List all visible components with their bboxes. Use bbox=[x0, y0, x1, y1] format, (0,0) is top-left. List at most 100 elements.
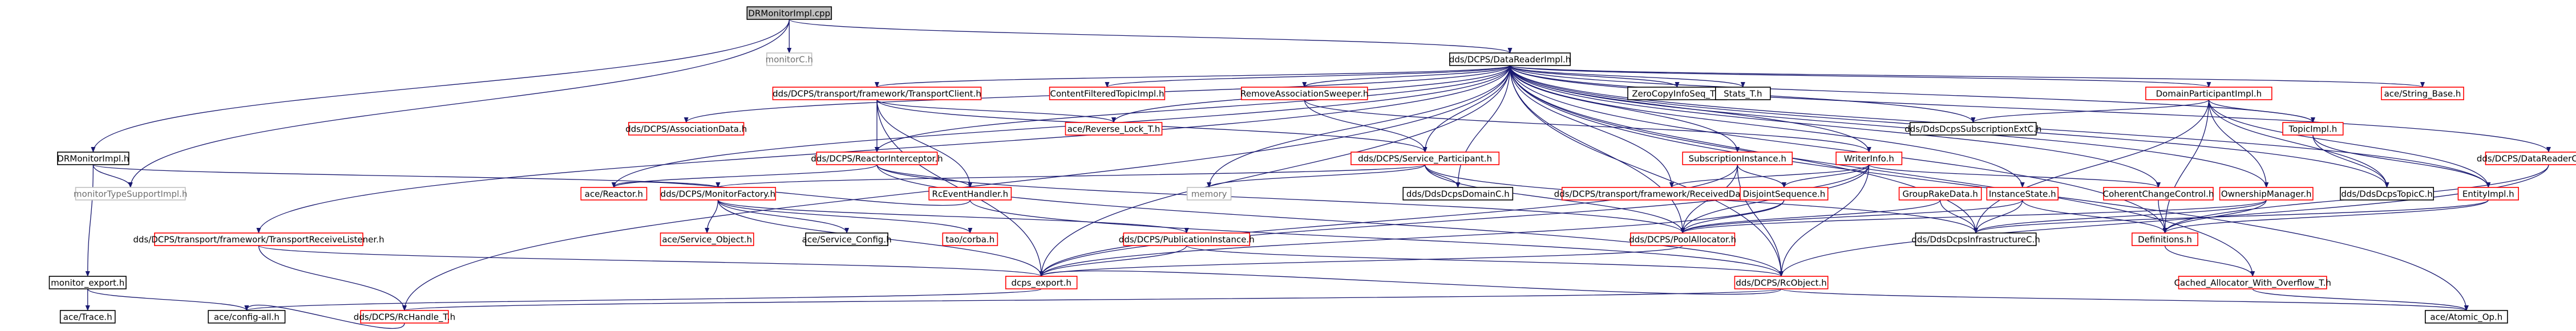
node-taocorba[interactable]: tao/corba.h bbox=[942, 232, 998, 246]
edge-dri-to-ras bbox=[1302, 65, 1511, 88]
edge-writerinfo-to-dcpsexp bbox=[1039, 164, 1870, 277]
node-configall[interactable]: ace/config-all.h bbox=[208, 310, 286, 324]
edge-dri-to-cache bbox=[1509, 65, 2255, 277]
node-aceso[interactable]: ace/Service_Object.h bbox=[660, 232, 754, 246]
node-zcis[interactable]: ZeroCopyInfoSeq_T.h bbox=[1627, 87, 1727, 100]
edge-pubinst-to-dcpsexp bbox=[1039, 245, 1187, 277]
node-label: dds/DdsDcpsTopicC.h bbox=[2341, 189, 2432, 199]
node-dcpsexp[interactable]: dcps_export.h bbox=[1005, 276, 1078, 289]
node-root: DRMonitorImpl.cpp bbox=[746, 6, 832, 20]
node-label: dds/DCPS/DataReaderImpl.h bbox=[1449, 55, 1571, 65]
node-ttc[interactable]: dds/DCPS/transport/framework/TransportCl… bbox=[772, 87, 982, 100]
edge-trl-to-rchandle bbox=[258, 245, 407, 311]
node-label: DisjointSequence.h bbox=[1743, 189, 1826, 199]
node-label: Cached_Allocator_With_Overflow_T.h bbox=[2174, 278, 2331, 289]
node-infraC[interactable]: dds/DdsDcpsInfrastructureC.h bbox=[1911, 232, 2040, 246]
edge-writerinfo-to-disjoint bbox=[1781, 164, 1870, 188]
node-rchandle[interactable]: dds/DCPS/RcHandle_T.h bbox=[354, 310, 455, 324]
node-ras[interactable]: RemoveAssociationSweeper.h bbox=[1240, 87, 1368, 100]
edge-root-to-dri bbox=[788, 19, 1513, 54]
node-recvsample[interactable]: dds/DCPS/transport/framework/ReceivedDat… bbox=[1554, 187, 1789, 201]
node-cftopic[interactable]: ContentFilteredTopicImpl.h bbox=[1049, 87, 1166, 100]
node-label: ace/String_Base.h bbox=[2384, 89, 2461, 100]
edge-dri-to-memory bbox=[1207, 65, 1511, 188]
edge-ownmgr-to-defs bbox=[2162, 199, 2267, 234]
node-label: OwnershipManager.h bbox=[2221, 189, 2312, 199]
node-trl[interactable]: dds/DCPS/transport/framework/TransportRe… bbox=[133, 232, 384, 246]
node-monfact[interactable]: dds/DCPS/MonitorFactory.h bbox=[660, 187, 777, 201]
edge-dri-to-zcis bbox=[1509, 65, 1680, 88]
node-label: monitor_export.h bbox=[51, 278, 124, 289]
node-label: ZeroCopyInfoSeq_T.h bbox=[1632, 89, 1722, 100]
node-atomic[interactable]: ace/Atomic_Op.h bbox=[2425, 310, 2508, 324]
node-label: dds/DCPS/RcObject.h bbox=[1736, 278, 1826, 288]
node-disjoint[interactable]: DisjointSequence.h bbox=[1740, 187, 1829, 201]
node-inststate[interactable]: InstanceState.h bbox=[1986, 187, 2059, 201]
node-pool[interactable]: dds/DCPS/PoolAllocator.h bbox=[1629, 232, 1736, 246]
node-pubinst[interactable]: dds/DCPS/PublicationInstance.h bbox=[1119, 232, 1255, 246]
node-rcobj[interactable]: dds/DCPS/RcObject.h bbox=[1734, 276, 1829, 289]
edge-reactint-to-pool bbox=[876, 164, 1685, 234]
node-strbase[interactable]: ace/String_Base.h bbox=[2381, 87, 2464, 100]
edge-reactint-to-acereactor bbox=[612, 164, 877, 188]
node-ddssubext[interactable]: dds/DdsDcpsSubscriptionExtC.h bbox=[1904, 122, 2041, 136]
node-assocdata[interactable]: dds/DCPS/AssociationData.h bbox=[625, 122, 747, 136]
node-topicimpl[interactable]: TopicImpl.h bbox=[2282, 122, 2344, 136]
node-topicC[interactable]: dds/DdsDcpsTopicC.h bbox=[2340, 187, 2435, 201]
node-monitorC: monitorC.h bbox=[766, 52, 813, 66]
node-grouprake[interactable]: GroupRakeData.h bbox=[1898, 187, 1982, 201]
node-acereactor[interactable]: ace/Reactor.h bbox=[580, 187, 648, 201]
node-label: dds/DCPS/Service_Participant.h bbox=[1358, 154, 1492, 165]
edge-rceh-to-rcobj bbox=[969, 199, 1784, 277]
node-dpi[interactable]: DomainParticipantImpl.h bbox=[2145, 87, 2272, 100]
node-dri[interactable]: dds/DCPS/DataReaderImpl.h bbox=[1449, 52, 1571, 66]
node-defs[interactable]: Definitions.h bbox=[2132, 232, 2198, 246]
edge-disjoint-to-pool bbox=[1680, 199, 1785, 234]
edge-grouprake-to-pool bbox=[1680, 199, 1941, 234]
node-drcb[interactable]: dds/DCPS/DataReaderCallbacks.h bbox=[2477, 152, 2576, 165]
edge-dri-to-statsT bbox=[1509, 65, 1745, 88]
edge-dri-to-ccc bbox=[1509, 65, 2161, 188]
node-ownmgr[interactable]: OwnershipManager.h bbox=[2219, 187, 2314, 201]
node-cache[interactable]: Cached_Allocator_With_Overflow_T.h bbox=[2174, 276, 2331, 289]
edge-ownmgr-to-infraC bbox=[1974, 199, 2267, 234]
node-servpart[interactable]: dds/DCPS/Service_Participant.h bbox=[1350, 152, 1500, 165]
edge-trl-to-dcpsexp bbox=[258, 245, 1044, 277]
edge-inststate-to-defs bbox=[2022, 199, 2167, 234]
edge-servpart-to-pool bbox=[1425, 164, 1685, 234]
node-domainC[interactable]: dds/DdsDcpsDomainC.h bbox=[1402, 187, 1514, 201]
edge-root-to-mtsi bbox=[128, 19, 790, 188]
node-subinst[interactable]: SubscriptionInstance.h bbox=[1682, 152, 1793, 165]
edge-cache-to-atomic bbox=[2252, 288, 2469, 311]
edge-ras-to-writerinfo bbox=[1304, 99, 1871, 153]
edge-pool-to-dcpsexp bbox=[1039, 245, 1683, 277]
node-label: ace/config-all.h bbox=[214, 312, 280, 322]
node-statsT[interactable]: Stats_T.h bbox=[1714, 87, 1771, 100]
node-trace[interactable]: ace/Trace.h bbox=[59, 310, 116, 324]
node-label: ContentFilteredTopicImpl.h bbox=[1050, 89, 1164, 99]
node-label: SubscriptionInstance.h bbox=[1689, 154, 1786, 164]
node-label: EntityImpl.h bbox=[2462, 189, 2514, 199]
edge-writerinfo-to-rcobj bbox=[1779, 164, 1870, 277]
edge-drcb-to-rcobj bbox=[1779, 164, 2549, 277]
edge-pubinst-to-rcobj bbox=[1186, 245, 1784, 277]
node-label: ace/Reactor.h bbox=[585, 189, 643, 199]
node-label: dds/DCPS/DataReaderCallbacks.h bbox=[2477, 154, 2576, 164]
node-acesc[interactable]: ace/Service_Config.h bbox=[802, 232, 892, 246]
edge-dri-to-defs bbox=[1509, 65, 2167, 234]
node-revlock[interactable]: ace/Reverse_Lock_T.h bbox=[1065, 122, 1163, 136]
edge-dpi-to-entity bbox=[2208, 99, 2491, 188]
edge-dpi-to-ownmgr bbox=[2208, 99, 2269, 188]
node-ccc[interactable]: CoherentChangeControl.h bbox=[2103, 187, 2214, 201]
node-mexp[interactable]: monitor_export.h bbox=[48, 276, 127, 289]
edge-ownmgr-to-pool bbox=[1680, 199, 2267, 234]
node-label: dds/DCPS/MonitorFactory.h bbox=[661, 189, 776, 199]
node-rceh[interactable]: RcEventHandler.h bbox=[928, 187, 1012, 201]
node-entity[interactable]: EntityImpl.h bbox=[2457, 187, 2519, 201]
node-reactint[interactable]: dds/DCPS/ReactorInterceptor.h bbox=[811, 152, 943, 165]
node-label: ace/Trace.h bbox=[63, 312, 112, 322]
node-writerinfo[interactable]: WriterInfo.h bbox=[1835, 152, 1903, 165]
node-label: dds/DCPS/RcHandle_T.h bbox=[354, 312, 455, 323]
node-drmon[interactable]: DRMonitorImpl.h bbox=[57, 152, 130, 165]
